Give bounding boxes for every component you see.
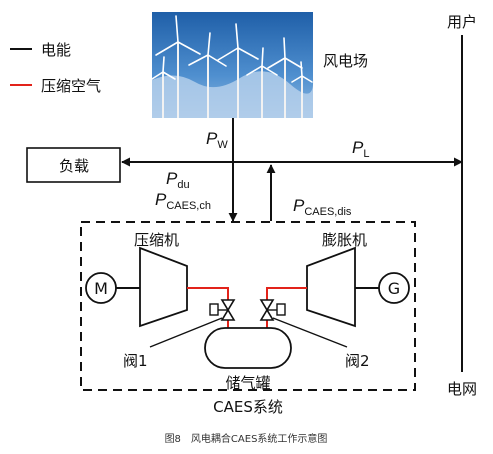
pch-label: PCAES,ch: [155, 190, 211, 212]
valve1-leader: [149, 317, 223, 348]
caes-boundary: [80, 221, 416, 391]
valve1-icon: [209, 299, 236, 321]
pl-label: PL: [352, 138, 369, 160]
pdis-label: PCAES,dis: [293, 196, 352, 218]
expander-label: 膨胀机: [322, 231, 367, 249]
caes-system-label: CAES系统: [213, 398, 283, 416]
storage-tank: [204, 327, 292, 369]
generator-circle: [378, 272, 410, 304]
pdu-label: Pdu: [166, 169, 190, 191]
load-label: 负载: [59, 157, 89, 175]
grid-label: 电网: [447, 380, 477, 398]
legend: 电能 压缩空气: [10, 41, 101, 95]
air-legend-label: 压缩空气: [41, 77, 101, 95]
power-legend-label: 电能: [41, 41, 71, 59]
load-box: [26, 147, 121, 183]
figure-caption: 图8 风电耦合CAES系统工作示意图: [165, 432, 328, 445]
expander-shape: [306, 246, 356, 328]
air-pipe-compressor: [187, 287, 229, 300]
generator-label: G: [388, 279, 400, 298]
motor-label: M: [94, 279, 108, 298]
air-pipe-expander: [266, 287, 307, 300]
compressor-shape: [139, 246, 188, 328]
wind-farm-label: 风电场: [323, 52, 368, 70]
compressor-label: 压缩机: [134, 231, 179, 249]
tank-label: 储气罐: [225, 374, 270, 392]
valve2-leader: [272, 317, 348, 348]
valve1-label: 阀1: [123, 352, 148, 370]
valve2-icon: [259, 299, 286, 321]
valve2-label: 阀2: [345, 352, 370, 370]
user-label: 用户: [447, 13, 477, 31]
wind-turbines-photo: [151, 12, 314, 118]
pw-label: PW: [206, 129, 228, 151]
